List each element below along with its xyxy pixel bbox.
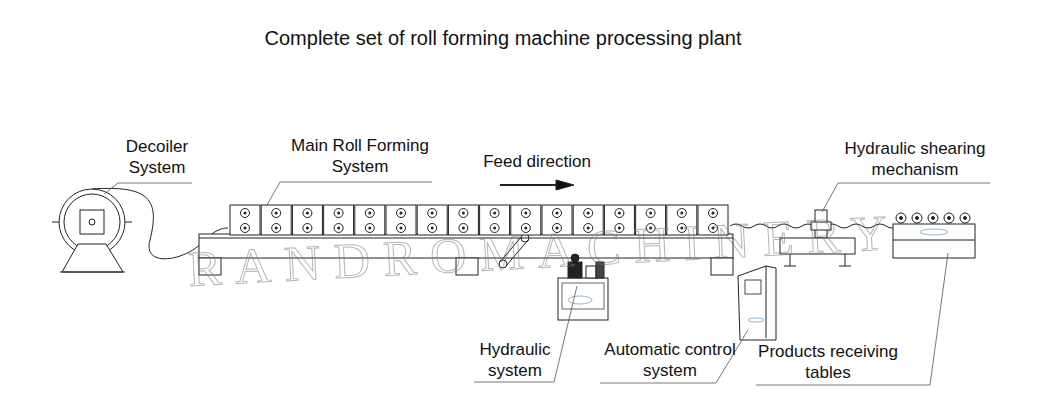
diagram-title: Complete set of roll forming machine pro… (265, 26, 742, 51)
roller (960, 213, 970, 223)
roll-stand (261, 205, 291, 235)
part-label: Hydraulic system (470, 339, 560, 382)
part-label: Products receiving tables (743, 341, 913, 384)
part-label: Decoiler System (117, 136, 197, 179)
roll-stand (230, 205, 260, 235)
part-label: Feed direction (457, 151, 617, 172)
roller-axle (900, 217, 903, 220)
roller-axle (932, 217, 935, 220)
roller (912, 213, 922, 223)
part-label: Automatic control system (590, 339, 750, 382)
roller (928, 213, 938, 223)
roller-axle (916, 217, 919, 220)
roller (944, 213, 954, 223)
part-label: Hydraulic shearing mechanism (830, 138, 1000, 181)
roller-axle (948, 217, 951, 220)
roller-axle (964, 217, 967, 220)
part-label: Main Roll Forming System (275, 135, 445, 178)
